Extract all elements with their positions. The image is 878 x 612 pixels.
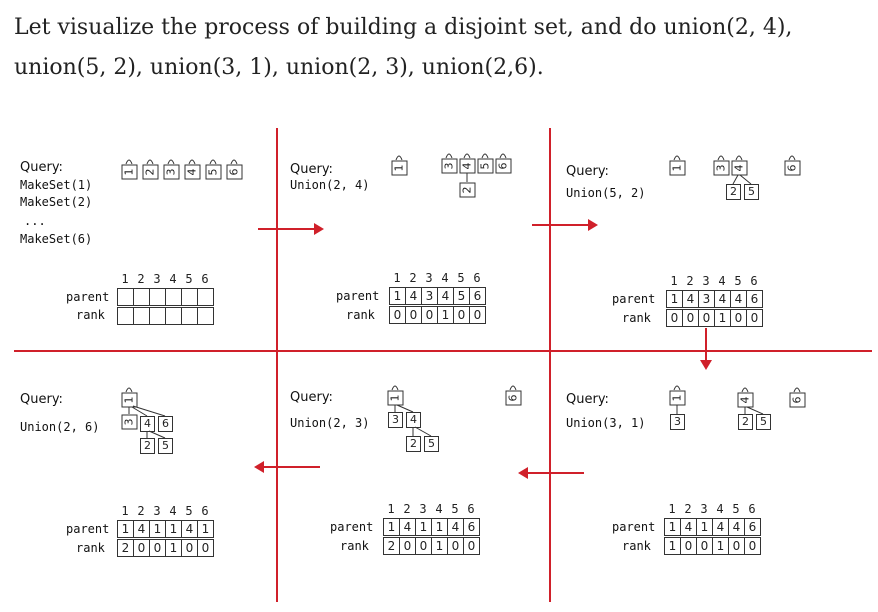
p3-node-2: 2 xyxy=(726,184,741,200)
intro-line-2: union(5, 2), union(3, 1), union(2, 3), u… xyxy=(14,55,544,80)
p1-parent-label: parent xyxy=(66,290,110,304)
p4-parent-label: parent xyxy=(612,520,656,534)
p4-node-2: 2 xyxy=(738,414,753,430)
p3-node-5: 5 xyxy=(744,184,759,200)
p1-op-1: MakeSet(1) xyxy=(20,178,93,192)
p6-query-label: Query: xyxy=(20,392,63,407)
vertical-divider-right xyxy=(549,128,551,602)
p1-parent-array xyxy=(117,288,214,306)
self-loop-icon xyxy=(125,159,133,165)
p1-op-2: MakeSet(2) xyxy=(20,195,93,209)
horizontal-divider xyxy=(14,350,872,352)
p2-op: Union(2, 4) xyxy=(290,178,370,192)
p2-query-label: Query: xyxy=(290,162,333,177)
p5-rank-label: rank xyxy=(340,539,369,553)
p5-parent-label: parent xyxy=(330,520,374,534)
self-loop-icon xyxy=(188,159,196,165)
intro-line-1: Let visualize the process of building a … xyxy=(14,15,793,40)
p2-parent-label: parent xyxy=(336,289,380,303)
arrow-p5-to-p6 xyxy=(254,461,320,473)
self-loop-icon xyxy=(167,159,175,165)
p6-parent-label: parent xyxy=(66,522,110,536)
p1-op-3: MakeSet(6) xyxy=(20,232,93,246)
p5-query-label: Query: xyxy=(290,390,333,405)
arrow-p1-to-p2 xyxy=(258,223,324,235)
p1-query-label: Query: xyxy=(20,160,63,175)
vertical-divider-left xyxy=(276,128,278,602)
p1-ellipsis: ... xyxy=(24,214,46,228)
p4-node-5: 5 xyxy=(756,414,771,430)
p6-rank-label: rank xyxy=(76,541,105,555)
arrow-p4-to-p5 xyxy=(518,467,584,479)
tree-edges xyxy=(125,153,801,439)
self-loop-icon xyxy=(230,159,238,165)
p4-op: Union(3, 1) xyxy=(566,416,646,430)
p4-query-label: Query: xyxy=(566,392,609,407)
p5-node-5: 5 xyxy=(424,436,439,452)
p5-node-3: 3 xyxy=(388,412,403,428)
p6-node-2: 2 xyxy=(140,438,155,454)
p4-node-3: 3 xyxy=(670,414,685,430)
intro-text: Let visualize the process of building a … xyxy=(14,8,874,88)
arrow-p3-to-p4 xyxy=(700,328,712,370)
p2-rank-label: rank xyxy=(346,308,375,322)
self-loop-icon xyxy=(146,159,154,165)
p1-rank-label: rank xyxy=(76,308,105,322)
arrow-p2-to-p3 xyxy=(532,219,598,231)
p6-node-5: 5 xyxy=(158,438,173,454)
p5-node-2: 2 xyxy=(406,436,421,452)
p3-parent-label: parent xyxy=(612,292,656,306)
p4-rank-label: rank xyxy=(622,539,651,553)
p3-op: Union(5, 2) xyxy=(566,186,646,200)
p5-op: Union(2, 3) xyxy=(290,416,370,430)
p1-rank-array xyxy=(117,307,214,325)
disjoint-set-diagram: Query: MakeSet(1) MakeSet(2) ... MakeSet… xyxy=(14,128,872,602)
self-loop-icon xyxy=(209,159,217,165)
p3-rank-label: rank xyxy=(622,311,651,325)
p3-query-label: Query: xyxy=(566,164,609,179)
p6-node-6: 6 xyxy=(158,416,173,432)
p6-op: Union(2, 6) xyxy=(20,420,100,434)
